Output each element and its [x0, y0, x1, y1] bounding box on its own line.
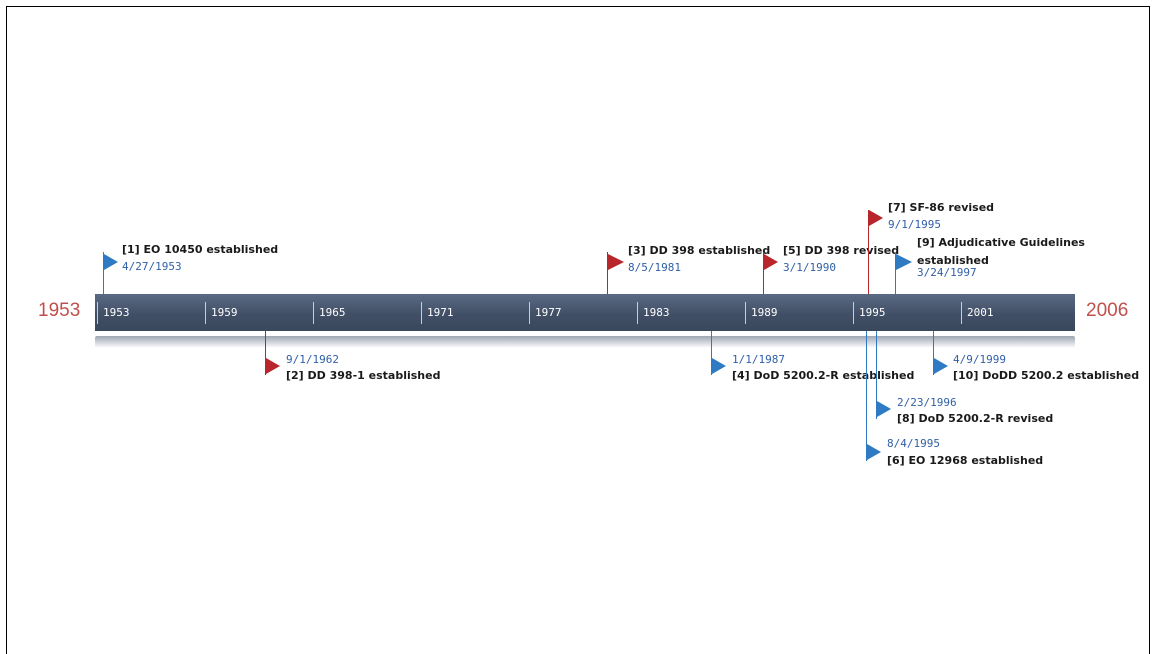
event-date: 4/27/1953 — [122, 260, 182, 273]
blue-flag-icon — [934, 358, 948, 374]
event-stem — [895, 254, 896, 294]
event-date: 1/1/1987 — [732, 353, 785, 366]
event-stem — [868, 210, 869, 294]
event-date: 4/9/1999 — [953, 353, 1006, 366]
timeline-end-year: 2006 — [1086, 300, 1129, 321]
red-flag-icon — [764, 254, 778, 270]
blue-flag-icon — [877, 401, 891, 417]
tick-label: 1995 — [859, 306, 886, 319]
tick-label: 1965 — [319, 306, 346, 319]
event-title: [5] DD 398 revised — [783, 244, 900, 257]
event-stem — [763, 252, 764, 294]
red-flag-icon — [266, 358, 280, 374]
event-title-line2: established — [917, 254, 989, 267]
blue-flag-icon — [867, 444, 881, 460]
tick-label: 1977 — [535, 306, 562, 319]
event-title-line1: [9] Adjudicative Guidelines — [917, 236, 1085, 249]
tick-label: 1959 — [211, 306, 238, 319]
event-title: [8] DoD 5200.2-R revised — [897, 412, 1054, 425]
event-title: [2] DD 398-1 established — [286, 369, 441, 382]
event-stem — [933, 331, 934, 375]
blue-flag-icon — [896, 254, 912, 270]
event-title: [7] SF-86 revised — [888, 201, 995, 214]
event-title: [4] DoD 5200.2-R established — [732, 369, 915, 382]
event-title: [10] DoDD 5200.2 established — [953, 369, 1140, 382]
timeline-start-year: 1953 — [38, 300, 81, 321]
event-stem — [265, 331, 266, 375]
tick-label: 1971 — [427, 306, 454, 319]
event-stem — [103, 252, 104, 294]
event-date: 8/5/1981 — [628, 261, 681, 274]
event-date: 3/24/1997 — [917, 266, 977, 279]
tick-label: 1953 — [103, 306, 130, 319]
red-flag-icon — [608, 254, 624, 270]
event-date: 8/4/1995 — [887, 437, 940, 450]
event-date: 2/23/1996 — [897, 396, 957, 409]
blue-flag-icon — [712, 358, 726, 374]
event-title: [6] EO 12968 established — [887, 454, 1044, 467]
event-stem — [876, 331, 877, 419]
timeline-bar — [95, 294, 1075, 331]
tick-label: 2001 — [967, 306, 994, 319]
event-date: 9/1/1962 — [286, 353, 339, 366]
event-title: [3] DD 398 established — [628, 244, 771, 257]
event-stem — [607, 252, 608, 294]
event-title: [1] EO 10450 established — [122, 243, 279, 256]
event-stem — [711, 331, 712, 375]
red-flag-icon — [869, 210, 883, 226]
timeline-bar-shadow — [95, 336, 1075, 348]
event-date: 3/1/1990 — [783, 261, 836, 274]
tick-label: 1989 — [751, 306, 778, 319]
blue-flag-icon — [104, 254, 118, 270]
event-stem — [866, 331, 867, 461]
event-date: 9/1/1995 — [888, 218, 941, 231]
tick-label: 1983 — [643, 306, 670, 319]
